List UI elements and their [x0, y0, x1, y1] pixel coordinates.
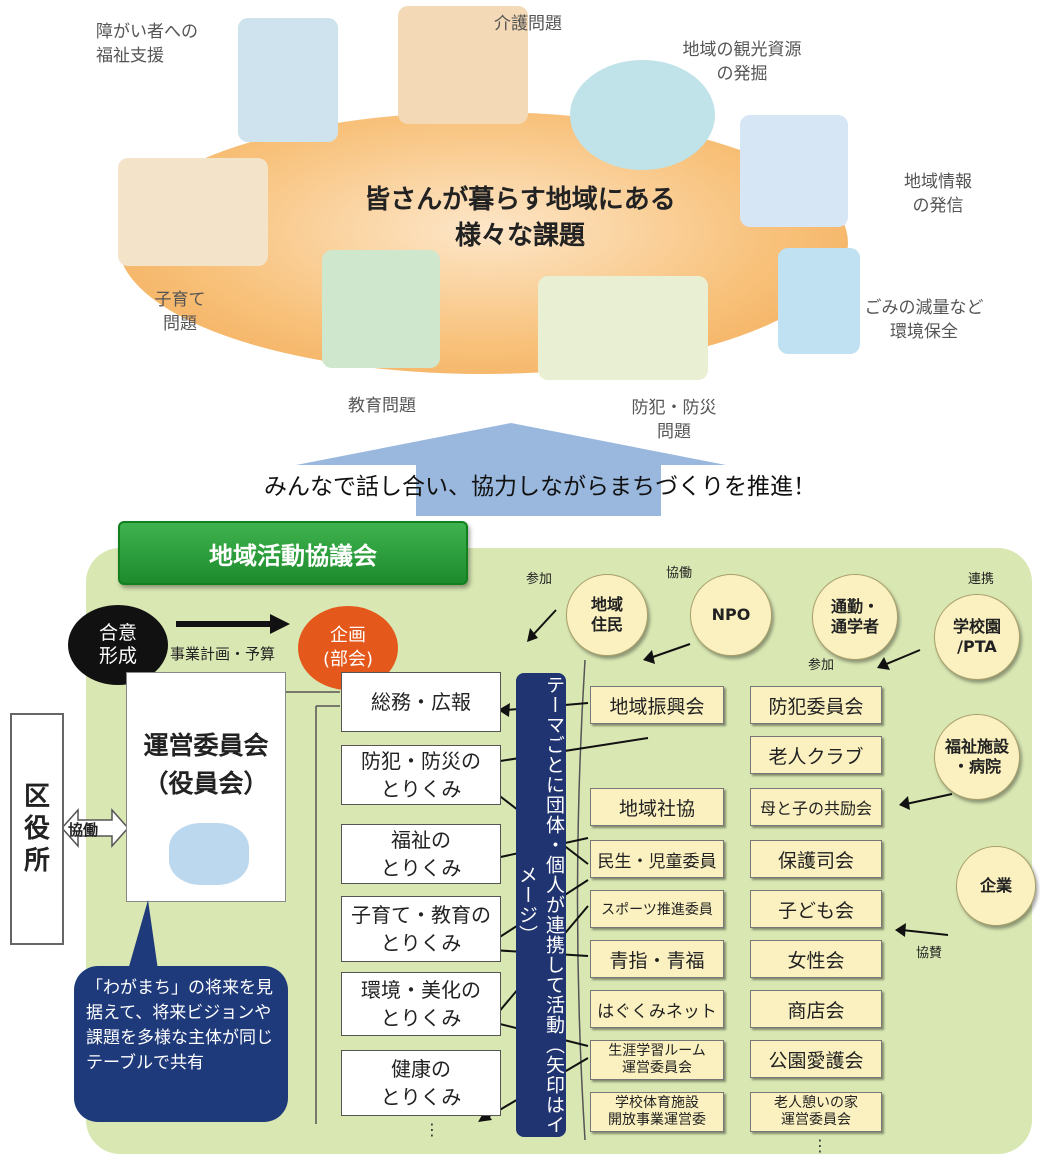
note-info: 地域情報 の発信: [904, 172, 972, 216]
org-seniors-house: 老人憩いの家 運営委員会: [750, 1092, 882, 1132]
org-school-facilities: 学校体育施設 開放事業運営委: [590, 1092, 724, 1132]
org-sports-promotion: スポーツ推進委員: [590, 890, 724, 928]
recycling-illustration: [778, 248, 860, 354]
org-park-care: 公園愛護会: [750, 1040, 882, 1078]
theme-general: 総務・広報: [341, 672, 501, 732]
council-title: 地域活動協議会: [118, 521, 468, 585]
theme-crime-prevention: 防犯・防災の とりくみ: [341, 745, 501, 805]
elderly-care-illustration: [398, 6, 528, 124]
org-kids-club: 子ども会: [750, 890, 882, 928]
festival-illustration: [570, 60, 715, 170]
ext-welfare-facilities: 福祉施設 ・病院: [934, 714, 1020, 800]
meeting-illustration: [169, 823, 249, 885]
ext-npo: NPO: [690, 574, 772, 656]
org-hagukumi-net: はぐくみネット: [590, 990, 724, 1028]
management-committee: 運営委員会 （役員会）: [126, 672, 286, 902]
collaboration-label: 協働: [68, 821, 99, 839]
note-childcare: 子育て 問題: [154, 290, 206, 334]
org-seniors-club: 老人クラブ: [750, 736, 882, 774]
note-disability: 障がい者への 福祉支援: [96, 22, 198, 66]
note-waste: ごみの減量など 環境保全: [864, 298, 984, 342]
org-crime-prevention-committee: 防犯委員会: [750, 686, 882, 724]
label-participation-commuters: 参加: [808, 658, 835, 673]
org-mother-child: 母と子の共励会: [750, 788, 882, 826]
ext-commuters: 通勤・ 通学者: [812, 574, 898, 660]
theme-collaboration-bar: テーマごとに団体・個人が連携して活動（矢印はイメージ）: [516, 673, 566, 1137]
note-education: 教育問題: [348, 396, 416, 416]
ext-residents: 地域 住民: [566, 574, 648, 656]
computer-illustration: [740, 115, 848, 227]
up-arrow-icon: [296, 423, 726, 516]
orgs-more: ⋮: [812, 1136, 828, 1155]
label-participation-residents: 参加: [526, 572, 553, 587]
vision-bubble: 「わがまち」の将来を見据えて、将来ビジョンや課題を多様な主体が同じテーブルで共有: [74, 966, 288, 1122]
label-sponsorship: 協賛: [916, 946, 943, 961]
ext-schools: 学校園 /PTA: [934, 594, 1020, 680]
children-illustration: [118, 158, 268, 266]
slogan: みんなで話し合い、協力しながらまちづくりを推進！: [264, 474, 816, 500]
classroom-illustration: [322, 250, 440, 368]
label-partnership: 連携: [968, 572, 995, 587]
note-tourism: 地域の観光資源 の発掘: [682, 40, 802, 84]
org-lifelong-learning: 生涯学習ルーム 運営委員会: [590, 1040, 724, 1080]
ext-companies: 企業: [956, 846, 1036, 926]
committee-title: 運営委員会 （役員会）: [143, 731, 269, 798]
plan-budget-label: 事業計画・予算: [170, 645, 276, 663]
theme-childcare-education: 子育て・教育の とりくみ: [341, 896, 501, 962]
bubble-pointer: [128, 900, 158, 970]
label-cooperation: 協働: [666, 566, 693, 581]
org-probation: 保護司会: [750, 840, 882, 878]
theme-welfare: 福祉の とりくみ: [341, 824, 501, 884]
consensus-circle: 合意 形成: [68, 605, 168, 685]
wheelchair-illustration: [238, 18, 338, 142]
school-safety-illustration: [538, 276, 708, 380]
themes-more: ⋮: [424, 1120, 440, 1139]
issues-center-text: 皆さんが暮らす地域にある 様々な課題: [364, 185, 676, 251]
ward-office: 区 役 所: [10, 713, 64, 945]
theme-health: 健康の とりくみ: [341, 1050, 501, 1116]
note-care: 介護問題: [494, 14, 562, 34]
note-crime: 防犯・防災 問題: [631, 398, 717, 442]
org-community-promotion: 地域振興会: [590, 686, 724, 724]
org-social-welfare: 地域社協: [590, 788, 724, 826]
theme-environment: 環境・美化の とりくみ: [341, 972, 501, 1036]
org-youth-guidance: 青指・青福: [590, 940, 724, 978]
org-womens-association: 女性会: [750, 940, 882, 978]
org-welfare-commissioners: 民生・児童委員: [590, 840, 724, 878]
org-merchants: 商店会: [750, 990, 882, 1028]
